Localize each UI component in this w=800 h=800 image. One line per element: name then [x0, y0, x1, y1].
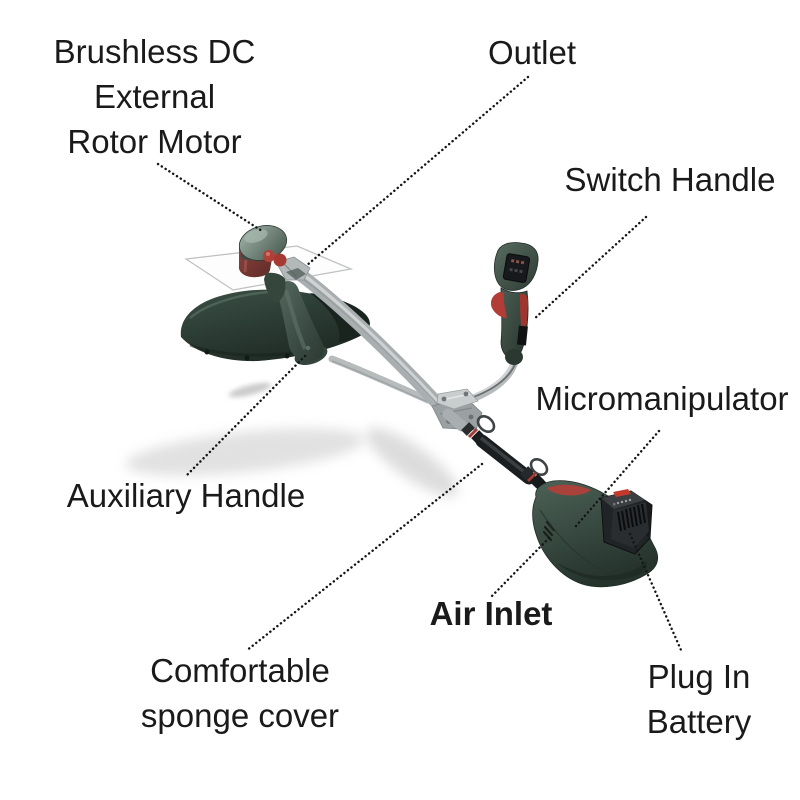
leader-line-micromanipulator: [574, 429, 661, 528]
label-plug-in-battery: Plug In Battery: [646, 658, 752, 740]
handle-display: [502, 253, 531, 283]
label-switch-handle: Switch Handle: [564, 161, 776, 198]
label-outlet: Outlet: [487, 34, 577, 71]
battery-pack: [600, 489, 653, 555]
shaft-clamp: [431, 388, 483, 431]
trigger-lever: [490, 292, 507, 318]
leader-line-sponge-cover: [244, 462, 484, 653]
leader-line-battery: [628, 532, 683, 652]
battery-release-latch: [613, 489, 631, 497]
label-micromanipulator: Micromanipulator: [535, 380, 789, 417]
label-brushless-motor: Brushless DC External Rotor Motor: [53, 33, 256, 160]
label-air-inlet: Air Inlet: [429, 595, 553, 632]
trimmer-head-motor: [238, 225, 311, 303]
hanger-ring-lower: [529, 457, 549, 477]
leader-lines: [156, 75, 683, 653]
leader-line-motor: [156, 162, 264, 233]
hanger-ring-upper: [476, 414, 496, 434]
sponge-cover-grip: [442, 408, 552, 496]
leader-line-outlet: [304, 75, 530, 268]
leader-line-air-inlet: [489, 536, 551, 599]
guard-shield: [180, 289, 370, 362]
wing-knob: [263, 250, 275, 262]
label-auxiliary-handle: Auxiliary Handle: [66, 477, 306, 514]
motor-housing: [532, 480, 659, 588]
housing-red-accent: [547, 484, 591, 496]
switch-handle-grip: [490, 242, 539, 365]
auxiliary-handle-grip: [272, 279, 328, 366]
leader-line-switch-handle: [531, 215, 648, 322]
leader-line-auxiliary-handle: [183, 354, 307, 479]
label-sponge-cover: Comfortable sponge cover: [140, 652, 340, 734]
